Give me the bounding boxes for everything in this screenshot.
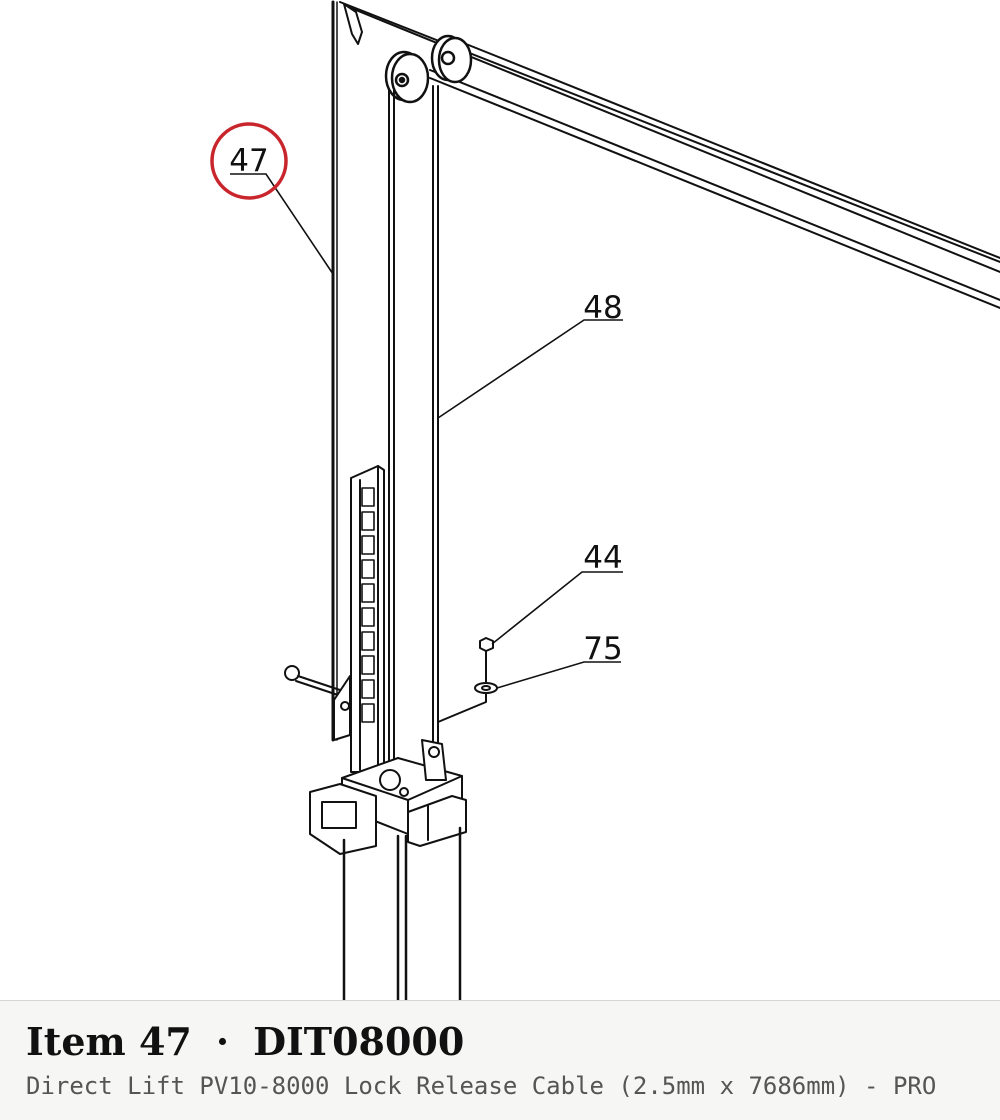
item-caption-panel: Item 47 · DIT08000 Direct Lift PV10-8000 L…	[0, 1000, 1000, 1120]
release-handle	[284, 665, 351, 741]
exploded-parts-drawing: 47 48 44 75	[210, 0, 1000, 1000]
title-separator: ·	[215, 1019, 230, 1064]
vertical-cables	[388, 85, 439, 781]
item-prefix: Item 47	[26, 1019, 192, 1064]
callout-48-label[interactable]: 48	[583, 290, 622, 326]
callout-44-label[interactable]: 44	[583, 540, 622, 576]
mast-post	[331, 0, 363, 742]
base-carriage	[309, 739, 467, 855]
pulley-top-left	[384, 50, 430, 104]
leader-lines	[230, 173, 623, 689]
lower-column	[342, 826, 462, 1000]
pulley-top-right	[430, 34, 473, 84]
lock-rack-bar	[350, 465, 385, 773]
part-number: DIT08000	[253, 1019, 465, 1064]
item-title: Item 47 · DIT08000	[26, 1019, 464, 1065]
callout-47-highlight-ring	[210, 122, 288, 200]
callout-47-label[interactable]: 47	[229, 143, 268, 179]
item-description: Direct Lift PV10-8000 Lock Release Cable…	[26, 1072, 937, 1100]
callout-labels: 47 48 44 75	[229, 143, 622, 667]
callout-75-label[interactable]: 75	[583, 631, 622, 667]
nut-and-washer	[437, 637, 498, 723]
